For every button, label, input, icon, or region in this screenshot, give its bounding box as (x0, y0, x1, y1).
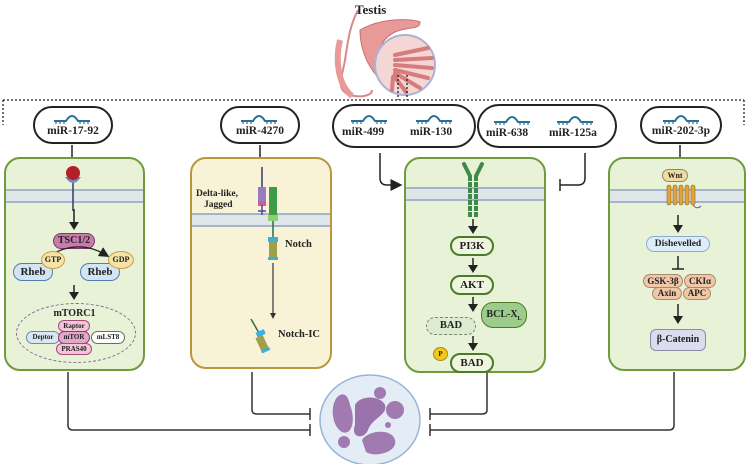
testis-label: Testis (355, 2, 387, 17)
mirna-box-mir-4270: miR-4270 (220, 106, 300, 144)
wnt-ligand: Wnt (662, 169, 688, 182)
dotted-connector (2, 75, 745, 125)
mirna-hairpin-icon (663, 115, 699, 124)
receptor-icon (65, 166, 81, 211)
pras40: PRAS40 (56, 343, 92, 355)
arrow-down-icon (673, 304, 683, 324)
arrow-down-icon (468, 219, 478, 234)
arrow-down-icon (468, 258, 478, 273)
mirna-label: miR-130 (410, 126, 453, 138)
panel-wnt-pathway: Wnt Dishevelled GSK-3β CKIα Axin APC β-C… (608, 157, 746, 371)
frizzled-receptor-icon (666, 184, 702, 209)
mtorc1-label: mTORC1 (53, 308, 96, 319)
receptor-tyrosine-kinase-icon (462, 162, 484, 218)
mirna-hairpin-icon (241, 115, 277, 124)
notch-receptor-icon (258, 167, 278, 319)
arrow-down-icon (69, 285, 79, 300)
inhibition-icon (672, 256, 684, 270)
mirna-label: miR-499 (342, 126, 385, 138)
mirna-label: miR-638 (486, 127, 529, 139)
panel-pi3k-akt-pathway: PI3K AKT BAD BCL-XL P BAD (404, 157, 546, 373)
arrow-down-icon (673, 215, 683, 233)
beta-catenin-node: β-Catenin (650, 329, 706, 351)
pi3k-node: PI3K (450, 236, 494, 256)
arrow-down-icon (468, 336, 478, 351)
panel-notch-pathway: Delta-like, Jagged Notch Notch-IC (190, 157, 332, 369)
mirna-hairpin-icon (557, 116, 593, 125)
gsk3b-node: GSK-3β (643, 274, 683, 288)
deptor: Deptor (26, 331, 60, 344)
notch-ic-icon (250, 319, 271, 354)
rheb-gtp: Rheb (13, 263, 53, 281)
apc-node: APC (683, 287, 711, 300)
tsc-complex: TSC1/2 (53, 233, 95, 249)
ligand-label-2: Jagged (204, 200, 233, 210)
mirna-hairpin-icon (351, 115, 387, 124)
bad-bound: BAD (426, 317, 476, 335)
mirna-box-mir-638-125a: miR-638 miR-125a (477, 104, 617, 148)
bad-node: BAD (450, 353, 494, 373)
notch-label: Notch (285, 239, 312, 250)
ligand-label: Delta-like, (196, 189, 238, 199)
mirna-label: miR-17-92 (47, 125, 99, 137)
notch-ic-label: Notch-IC (278, 329, 320, 340)
bcl-xl-subscript: L (517, 316, 522, 322)
arrow-down-icon (468, 297, 478, 312)
ck1a-node: CKIα (684, 274, 716, 288)
mlst8: mLST8 (91, 331, 125, 344)
axin-node: Axin (652, 287, 682, 300)
mtorc1-complex-boundary (16, 303, 136, 363)
mirna-label: miR-125a (549, 127, 597, 139)
panel-mtor-pathway: TSC1/2 Rheb GTP Rheb GDP mTORC1 Raptor D… (4, 157, 145, 371)
cell-membrane (6, 189, 143, 203)
akt-node: AKT (450, 275, 494, 295)
rheb-gdp: Rheb (80, 263, 120, 281)
testis-illustration (334, 9, 436, 99)
inhibition-connectors (67, 372, 675, 436)
arrow-down-icon (69, 209, 79, 230)
dishevelled-node: Dishevelled (646, 236, 710, 252)
bcl-xl-node: BCL-XL (481, 302, 527, 328)
mirna-hairpin-icon (416, 115, 452, 124)
mirna-label: miR-4270 (236, 125, 284, 137)
mirna-hairpin-icon (54, 115, 90, 124)
phosphate-badge: P (433, 347, 448, 361)
bcl-xl-label: BCL-X (486, 309, 518, 320)
mirna-box-mir-202-3p: miR-202-3p (640, 106, 722, 144)
mirna-box-mir-499-130: miR-499 miR-130 (332, 104, 476, 148)
gtp-badge: GTP (41, 251, 65, 269)
mirna-label: miR-202-3p (651, 125, 711, 137)
apoptotic-cell (319, 374, 421, 464)
mirna-box-mir-17-92: miR-17-92 (33, 106, 113, 144)
gdp-badge: GDP (108, 251, 134, 269)
mirna-hairpin-icon (494, 116, 530, 125)
cell-membrane (192, 213, 330, 227)
